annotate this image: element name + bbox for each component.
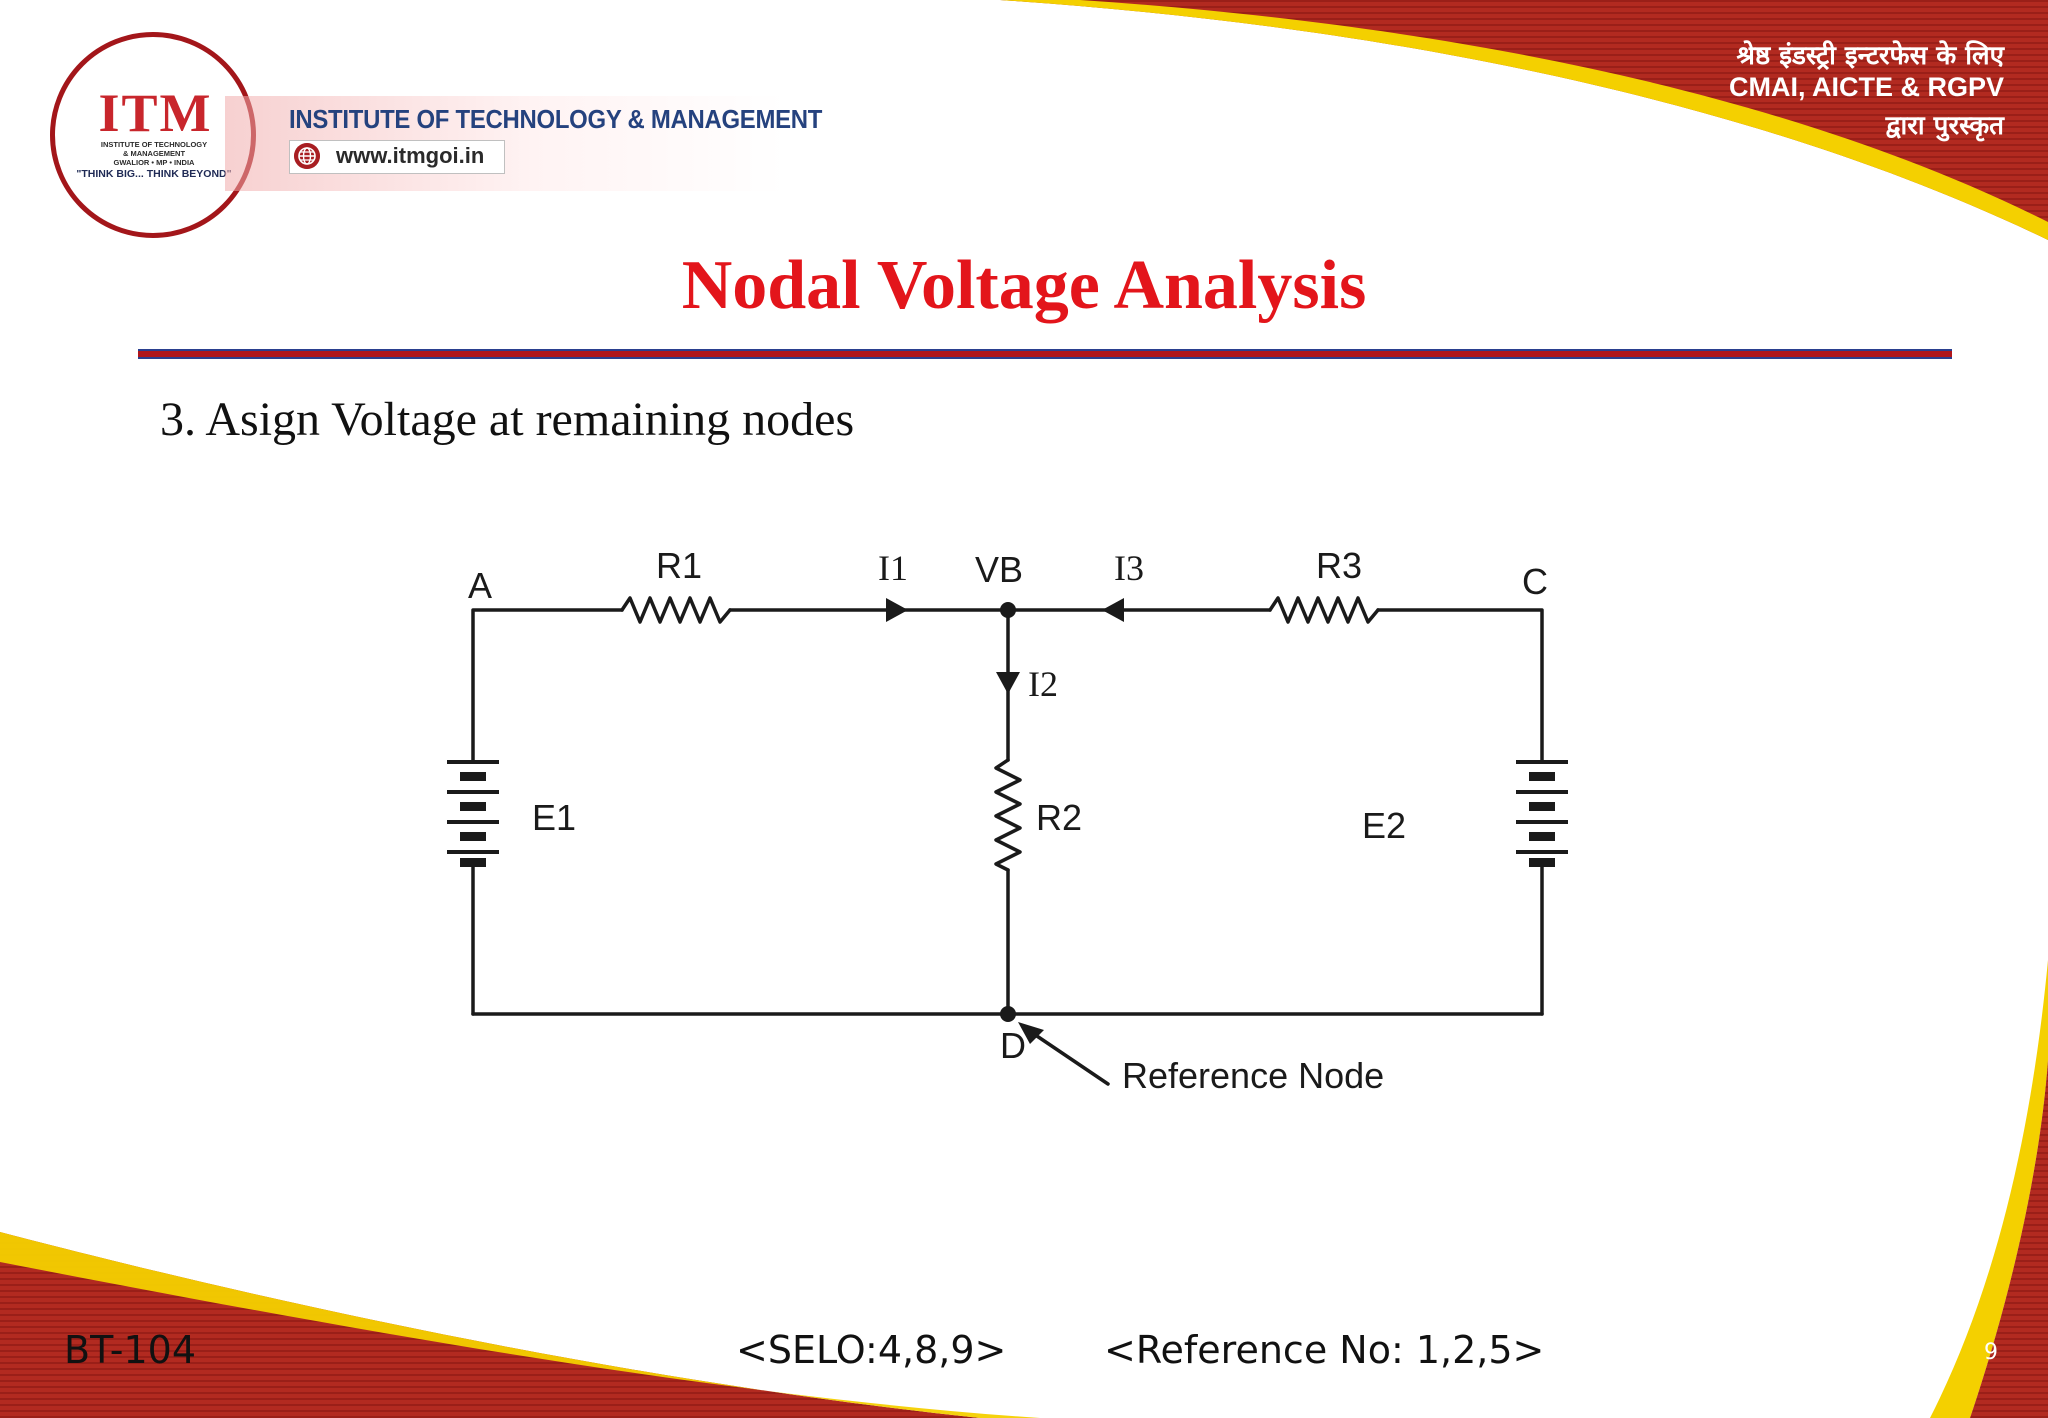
bottom-right-swoosh-red — [1970, 1060, 2048, 1418]
node-b-dot — [1000, 602, 1016, 618]
label-node-b: VB — [975, 549, 1023, 590]
battery-e2 — [1516, 760, 1568, 867]
logo-mark: ITM — [98, 83, 213, 143]
logo-tagline: "THINK BIG... THINK BEYOND" — [76, 168, 232, 180]
bottom-right-swoosh-yellow — [1930, 960, 2048, 1418]
arrow-i3 — [1102, 598, 1124, 622]
label-node-c: C — [1522, 561, 1548, 602]
award-line-3: द्वारा पुरस्कृत — [1885, 111, 2004, 141]
label-r3: R3 — [1316, 545, 1362, 586]
label-r1: R1 — [656, 545, 702, 586]
label-node-d: D — [1000, 1025, 1026, 1066]
resistor-r1 — [620, 596, 732, 624]
website-box — [289, 140, 505, 174]
arrow-reference — [1018, 1022, 1044, 1044]
label-e2: E2 — [1362, 805, 1406, 846]
wire-a-r1 — [471, 608, 624, 764]
reference-numbers: <Reference No: 1,2,5> — [1104, 1328, 1545, 1372]
logo-subtext-line-3: GWALIOR • MP • INDIA — [113, 158, 195, 167]
label-r2: R2 — [1036, 797, 1082, 838]
resistor-r2 — [994, 758, 1022, 872]
top-right-swoosh-red — [1000, 0, 2048, 240]
step-text: 3. Asign Voltage at remaining nodes — [160, 393, 855, 446]
label-node-a: A — [468, 565, 492, 606]
label-i1: I1 — [878, 548, 908, 588]
slide-title: Nodal Voltage Analysis — [681, 247, 1367, 324]
title-divider — [138, 349, 1952, 359]
institute-name: INSTITUTE OF TECHNOLOGY & MANAGEMENT — [289, 104, 823, 134]
award-line-1: श्रेष्ठ इंडस्ट्री इन्टरफेस के लिए — [1736, 41, 2004, 71]
reference-pointer — [1026, 1028, 1110, 1086]
page-number: 9 — [1984, 1340, 1998, 1365]
logo-subtext-line-1: INSTITUTE OF TECHNOLOGY — [100, 140, 208, 149]
arrow-i1 — [886, 598, 908, 622]
label-reference-node: Reference Node — [1122, 1055, 1384, 1096]
node-d-dot — [1000, 1006, 1016, 1022]
selo-reference: <SELO:4,8,9> — [736, 1328, 1007, 1372]
label-e1: E1 — [532, 797, 576, 838]
arrow-i2 — [996, 672, 1020, 694]
battery-e1 — [447, 760, 499, 867]
bottom-left-swoosh-red — [0, 1232, 980, 1418]
course-code: BT-104 — [64, 1328, 197, 1372]
logo-subtext-line-2: & MANAGEMENT — [122, 149, 186, 158]
globe-icon — [294, 143, 320, 169]
label-i2: I2 — [1028, 664, 1058, 704]
logo-subtext: INSTITUTE OF TECHNOLOGY & MANAGEMENT GWA… — [70, 140, 238, 167]
website-link[interactable]: www.itmgoi.in — [336, 143, 485, 168]
resistor-r3 — [1268, 596, 1380, 624]
wire-r3-c — [1376, 608, 1544, 764]
label-i3: I3 — [1114, 548, 1144, 588]
award-line-2: CMAI, AICTE & RGPV — [1728, 72, 2004, 102]
